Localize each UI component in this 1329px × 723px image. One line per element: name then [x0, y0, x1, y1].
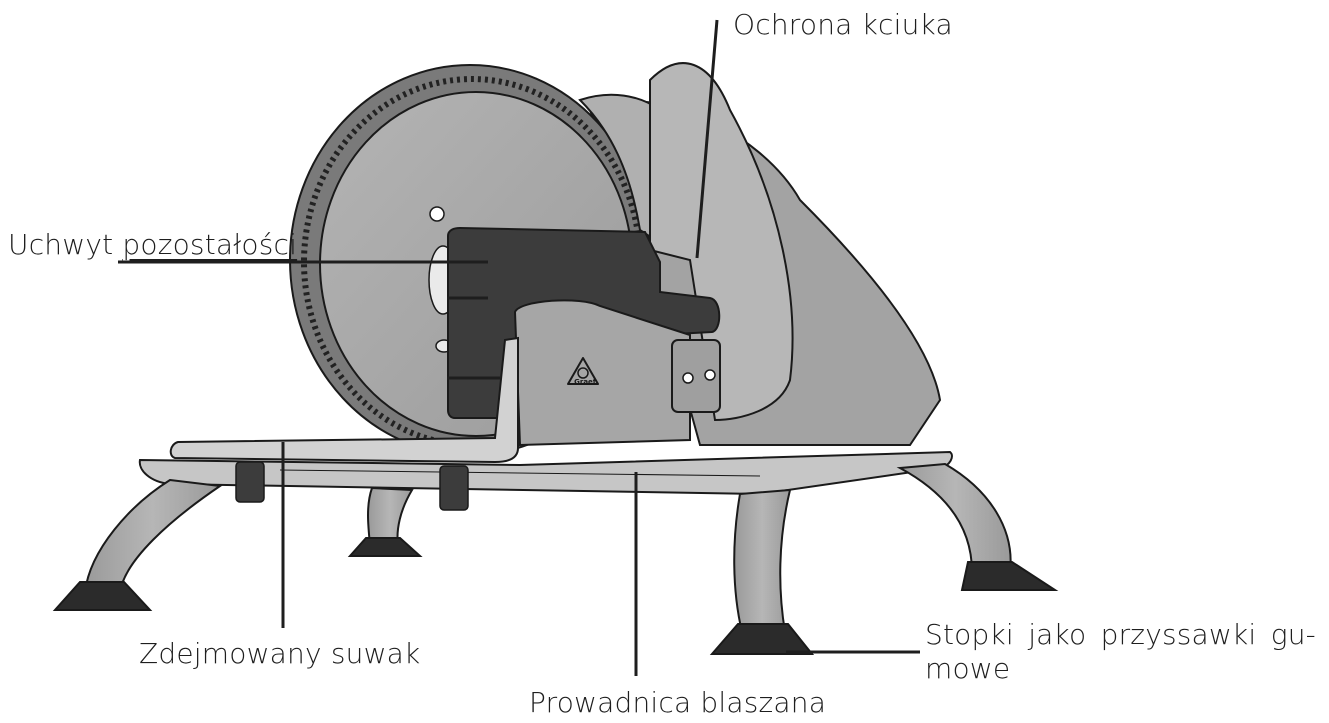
removable-slider-label: Zdejmowany suwak: [139, 637, 421, 670]
guard-bracket: [671, 339, 721, 413]
thumb-guard-label: Ochrona kciuka: [733, 8, 953, 41]
thumb-guard-plate: [649, 62, 794, 422]
remnant-holder-label: Uchwyt pozostałości: [8, 228, 297, 262]
suction-feet-label: Stopki jako przyssawki gu- mowe: [925, 618, 1316, 686]
removable-slider: [169, 336, 519, 464]
thumb-guard-leader: [695, 19, 719, 259]
sheet-guide-label: Prowadnica blaszana: [529, 686, 827, 719]
suction-feet-label-line1: Stopki jako przyssawki gu-: [925, 618, 1316, 651]
suction-feet-label-line2: mowe: [925, 652, 1011, 685]
suction-feet: [52, 537, 1059, 655]
blade-cover: [578, 93, 662, 242]
remnant-holder-label-underlined: pozostałości: [122, 228, 298, 261]
remnant-holder-label-prefix: Uchwyt: [8, 228, 123, 261]
graef-logo: [567, 357, 599, 385]
graef-logo-text: Graef: [574, 378, 597, 386]
logo-text: Graef: [574, 378, 597, 386]
legs: [83, 462, 1012, 633]
